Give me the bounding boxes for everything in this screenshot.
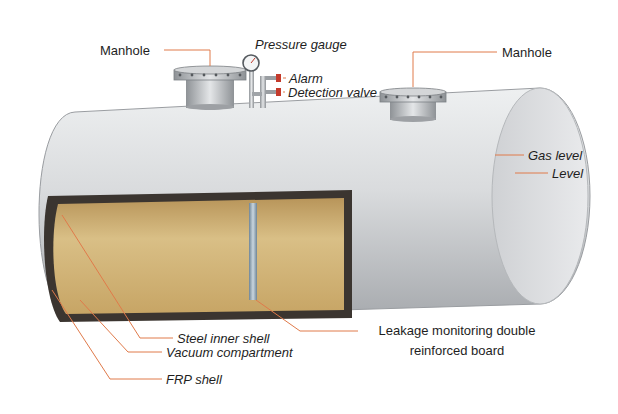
part-label: Alarm: [289, 71, 323, 86]
part-label: FRP shell: [166, 372, 222, 387]
part-label: Steel inner shell: [177, 331, 270, 346]
part-label: Pressure gauge: [255, 37, 347, 52]
part-label: Manhole: [502, 45, 552, 60]
part-label: Manhole: [100, 43, 150, 58]
part-label: Leakage monitoring double reinforced boa…: [362, 321, 552, 361]
part-label: Level: [552, 166, 583, 181]
part-label: Detection valve: [288, 85, 377, 100]
part-label: Vacuum compartment: [166, 345, 293, 360]
part-label: Gas level: [528, 148, 582, 163]
